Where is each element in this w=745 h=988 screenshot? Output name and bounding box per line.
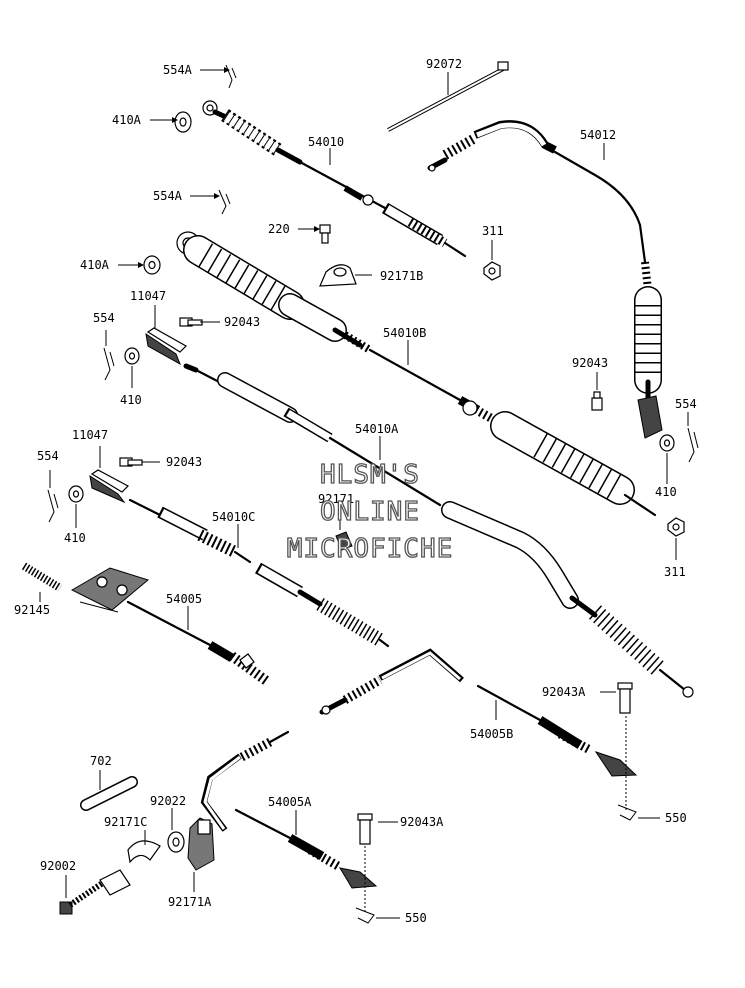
label-554A-top: 554A [163, 63, 193, 77]
label-554-top: 554 [93, 311, 115, 325]
part-labels: 554A 410A 54010 554A 220 92171B 311 410A… [14, 57, 697, 925]
label-11047-mid: 11047 [72, 428, 108, 442]
cable-54012[interactable] [427, 120, 663, 439]
label-92043A-right: 92043A [542, 685, 586, 699]
label-554A-mid: 554A [153, 189, 183, 203]
washer-410A-mid[interactable] [118, 255, 161, 275]
label-92043-mid: 92043 [166, 455, 202, 469]
pin-92043A-right[interactable] [600, 682, 633, 810]
leader-lines [187, 143, 605, 835]
cable-54010C[interactable] [128, 498, 390, 648]
label-54005: 54005 [166, 592, 202, 606]
clip-554A-mid[interactable] [190, 189, 231, 215]
clamp-92171C[interactable] [127, 830, 161, 864]
label-54005A: 54005A [268, 795, 312, 809]
cable-54010B[interactable] [176, 231, 657, 517]
watermark-line-3: MICROFICHE [287, 534, 454, 564]
label-92022: 92022 [150, 794, 186, 808]
cable-54005A[interactable] [200, 730, 378, 889]
label-410-mid: 410 [64, 531, 86, 545]
label-220: 220 [268, 222, 290, 236]
label-92171B: 92171B [380, 269, 423, 283]
cable-54010A[interactable] [183, 363, 694, 698]
label-554-mid: 554 [37, 449, 59, 463]
cable-54005B[interactable] [319, 648, 638, 777]
label-550-right: 550 [665, 811, 687, 825]
label-410-right: 410 [655, 485, 677, 499]
label-54010: 54010 [308, 135, 344, 149]
clip-554-top[interactable] [103, 330, 115, 381]
label-92043-top: 92043 [224, 315, 260, 329]
label-92043A-bottom: 92043A [400, 815, 444, 829]
clip-554-mid[interactable] [47, 470, 59, 523]
spring-92145[interactable] [21, 562, 63, 602]
clamp-92171B[interactable] [319, 264, 372, 287]
clip-550-right[interactable] [617, 804, 660, 821]
label-11047-top: 11047 [130, 289, 166, 303]
pin-92043-mid[interactable] [119, 457, 160, 467]
label-410-top: 410 [120, 393, 142, 407]
label-54005B: 54005B [470, 727, 513, 741]
cable-54010[interactable] [202, 100, 467, 258]
label-410A-top: 410A [112, 113, 142, 127]
clamp-92171[interactable] [335, 508, 353, 551]
label-311-top: 311 [482, 224, 504, 238]
label-311-right: 311 [664, 565, 686, 579]
label-92043-right: 92043 [572, 356, 608, 370]
nut-311-right[interactable] [667, 517, 685, 560]
cable-54005[interactable] [70, 567, 271, 687]
label-554-right: 554 [675, 397, 697, 411]
label-92002: 92002 [40, 859, 76, 873]
pin-92043-top[interactable] [179, 317, 220, 327]
label-54012: 54012 [580, 128, 616, 142]
washer-410-top[interactable] [124, 347, 140, 388]
sleeve-702[interactable] [80, 770, 138, 811]
label-702: 702 [90, 754, 112, 768]
washer-92022[interactable] [167, 808, 185, 853]
label-54010B: 54010B [383, 326, 426, 340]
watermark-line-2: ONLINE [320, 497, 420, 527]
label-410A-mid: 410A [80, 258, 110, 272]
nut-311-top[interactable] [483, 240, 501, 281]
clip-550-bottom[interactable] [355, 907, 400, 924]
bolt-220[interactable] [298, 224, 331, 244]
watermark-line-1: HLSM'S [320, 460, 420, 490]
label-92171A: 92171A [168, 895, 212, 909]
label-92171C: 92171C [104, 815, 147, 829]
washer-410A-top[interactable] [150, 111, 192, 133]
watermark: HLSM'S ONLINE MICROFICHE [286, 459, 454, 564]
clip-554-right[interactable] [687, 412, 699, 463]
label-54010A: 54010A [355, 422, 399, 436]
tie-92072[interactable] [387, 61, 509, 132]
bracket-11047-top[interactable] [145, 305, 187, 366]
label-550-bottom: 550 [405, 911, 427, 925]
washer-410-right[interactable] [659, 434, 675, 484]
bolt-92002[interactable] [59, 869, 131, 915]
washer-410-mid[interactable] [68, 485, 84, 528]
pin-92043A-bottom[interactable] [357, 813, 398, 912]
bracket-92171A[interactable] [187, 817, 215, 892]
label-54010C: 54010C [212, 510, 255, 524]
bracket-11047-mid[interactable] [89, 446, 129, 504]
label-92072: 92072 [426, 57, 462, 71]
clip-554A-top[interactable] [200, 64, 237, 89]
pin-92043-right[interactable] [591, 372, 603, 411]
label-92171: 92171 [318, 492, 354, 506]
label-92145: 92145 [14, 603, 50, 617]
